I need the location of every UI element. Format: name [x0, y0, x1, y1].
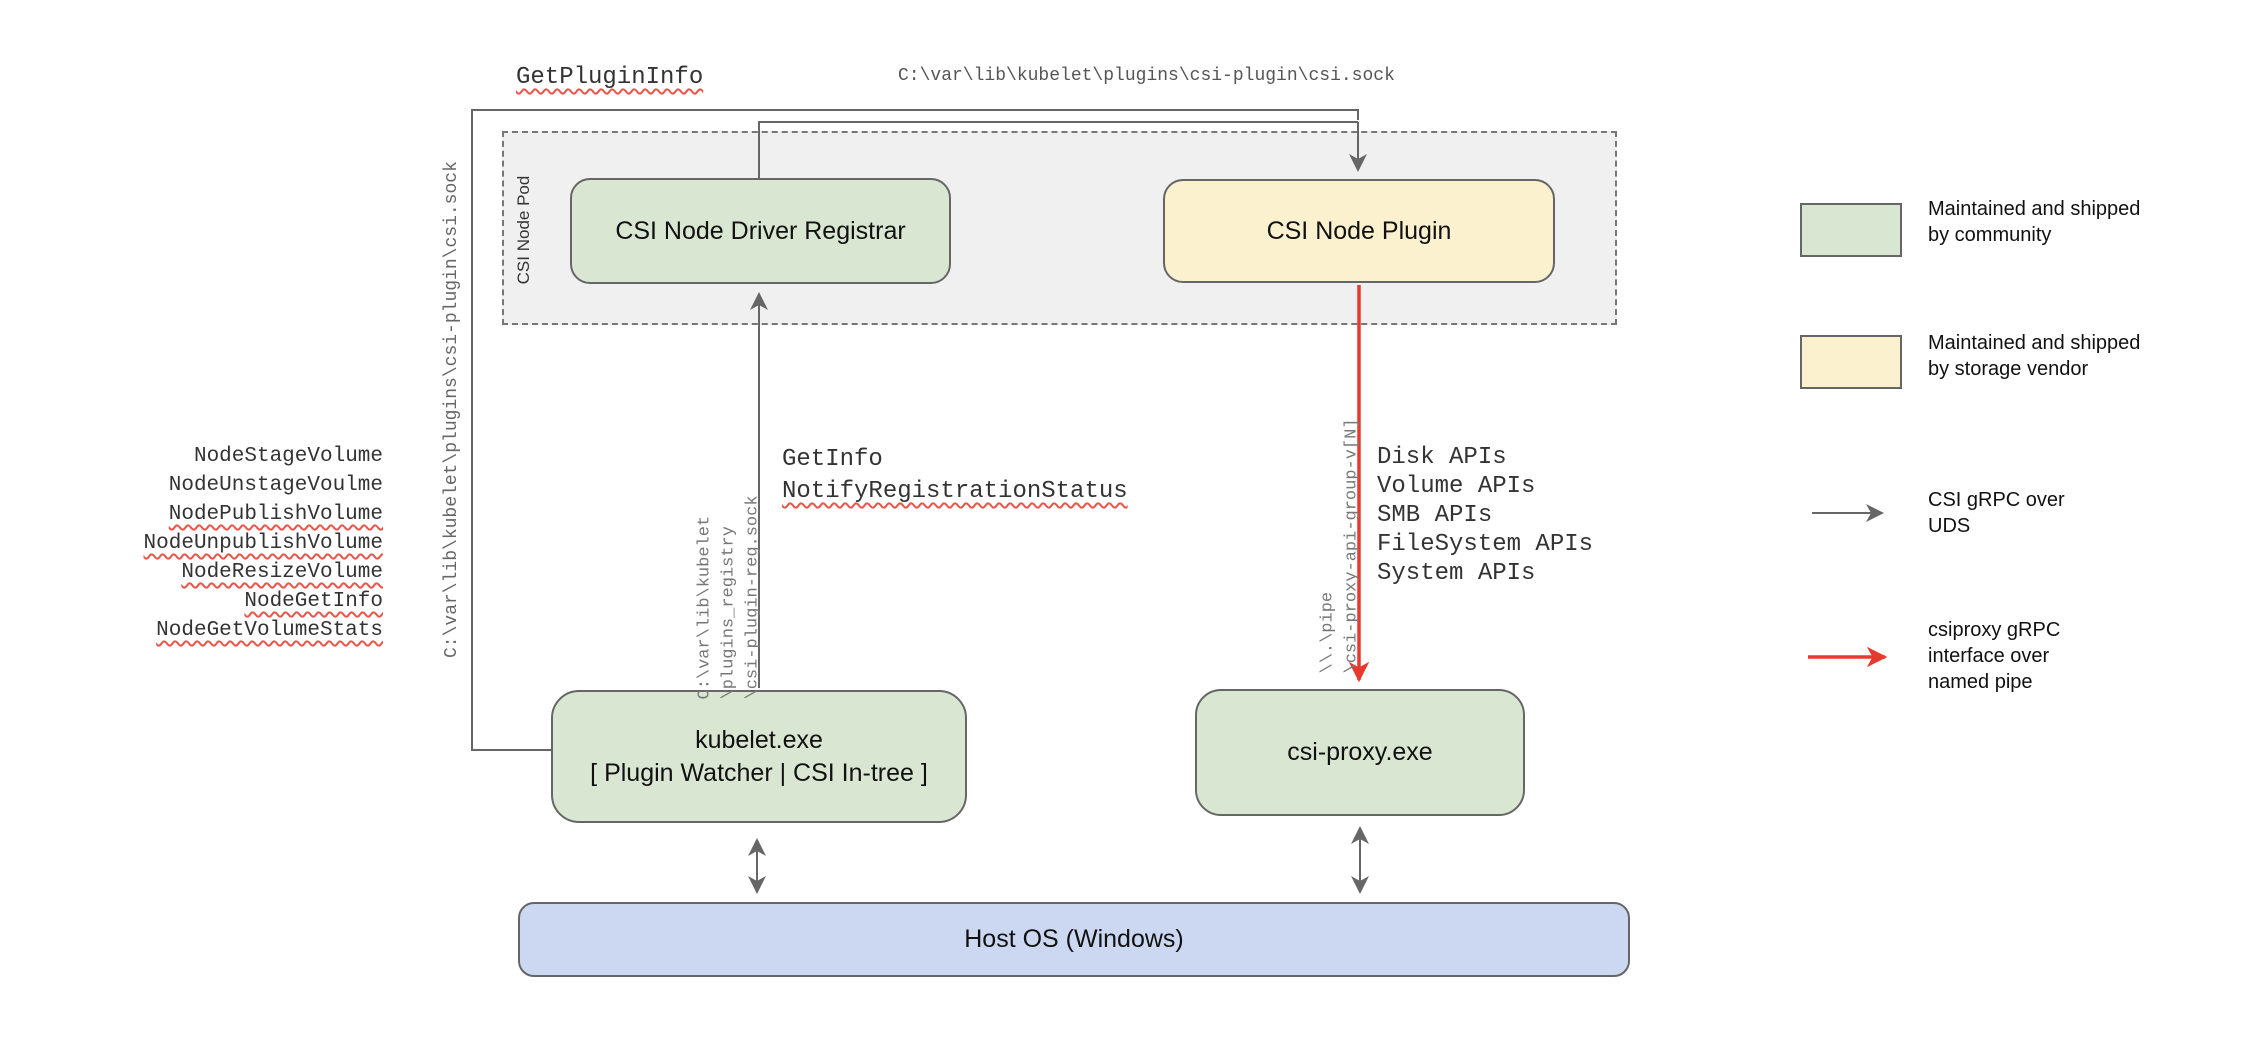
kubelet-label-line1: kubelet.exe: [695, 725, 823, 754]
api-list-item: Disk APIs: [1377, 444, 1507, 471]
node-method-item: NodePublishVolume: [168, 503, 383, 526]
named-pipe-path-line: \\.\pipe: [1318, 591, 1338, 674]
node-csi-proxy[interactable]: csi-proxy.exe: [1195, 689, 1525, 816]
plugin-label: CSI Node Plugin: [1266, 216, 1452, 245]
label-top-socket-path: C:\var\lib\kubelet\plugins\csi-plugin\cs…: [898, 66, 1395, 86]
api-list-item: SMB APIs: [1377, 502, 1493, 529]
label-notify-registration-status: NotifyRegistrationStatus: [782, 478, 1128, 505]
legend-vendor-swatch: [1800, 335, 1902, 389]
legend-named-pipe-label: csiproxy gRPC interface over named pipe: [1928, 619, 2061, 693]
node-method-item: NodeResizeVolume: [181, 561, 383, 584]
kubelet-label-line2: [ Plugin Watcher | CSI In-tree ]: [590, 758, 928, 787]
node-method-item: NodeUnpublishVolume: [143, 532, 383, 555]
label-getinfo: GetInfo: [782, 446, 883, 473]
registration-path-line: C:\var\lib\kubelet: [695, 515, 715, 700]
label-left-socket-path: C:\var\lib\kubelet\plugins\csi-plugin\cs…: [442, 161, 462, 658]
label-named-pipe-path: \\.\pipe\csi-proxy-api-group-v[N]: [1260, 414, 1365, 674]
csi-node-pod-label: CSI Node Pod: [514, 175, 533, 285]
legend-community-label: Maintained and shipped by community: [1928, 198, 2141, 246]
node-csi-node-driver-registrar[interactable]: CSI Node Driver Registrar: [570, 178, 951, 284]
node-method-item: NodeStageVolume: [193, 445, 383, 468]
node-method-item: NodeUnstageVoulme: [168, 474, 383, 497]
registrar-label: CSI Node Driver Registrar: [615, 216, 906, 245]
node-host-os[interactable]: Host OS (Windows): [518, 902, 1630, 977]
named-pipe-path-line: \csi-proxy-api-group-v[N]: [1342, 418, 1362, 674]
node-method-item: NodeGetVolumeStats: [156, 619, 383, 642]
legend-vendor-label: Maintained and shipped by storage vendor: [1928, 332, 2141, 380]
api-list-item: System APIs: [1377, 560, 1536, 587]
node-csi-node-plugin[interactable]: CSI Node Plugin: [1163, 179, 1555, 283]
node-kubelet[interactable]: kubelet.exe [ Plugin Watcher | CSI In-tr…: [551, 690, 967, 823]
api-list-item: Volume APIs: [1377, 473, 1536, 500]
node-method-item: NodeGetInfo: [244, 590, 383, 613]
csi-proxy-label: csi-proxy.exe: [1287, 738, 1433, 766]
legend-uds-label: CSI gRPC over UDS: [1928, 489, 2065, 537]
api-list-item: FileSystem APIs: [1377, 531, 1594, 558]
host-os-label: Host OS (Windows): [964, 925, 1184, 953]
label-getplugininfo: GetPluginInfo: [516, 64, 704, 91]
label-registration-socket-path: C:\var\lib\kubelet\plugins_registry\csi-…: [637, 490, 766, 700]
legend-community-swatch: [1800, 203, 1902, 257]
registration-path-line: \plugins_registry: [719, 526, 739, 700]
registration-path-line: \csi-plugin-reg.sock: [743, 495, 763, 700]
